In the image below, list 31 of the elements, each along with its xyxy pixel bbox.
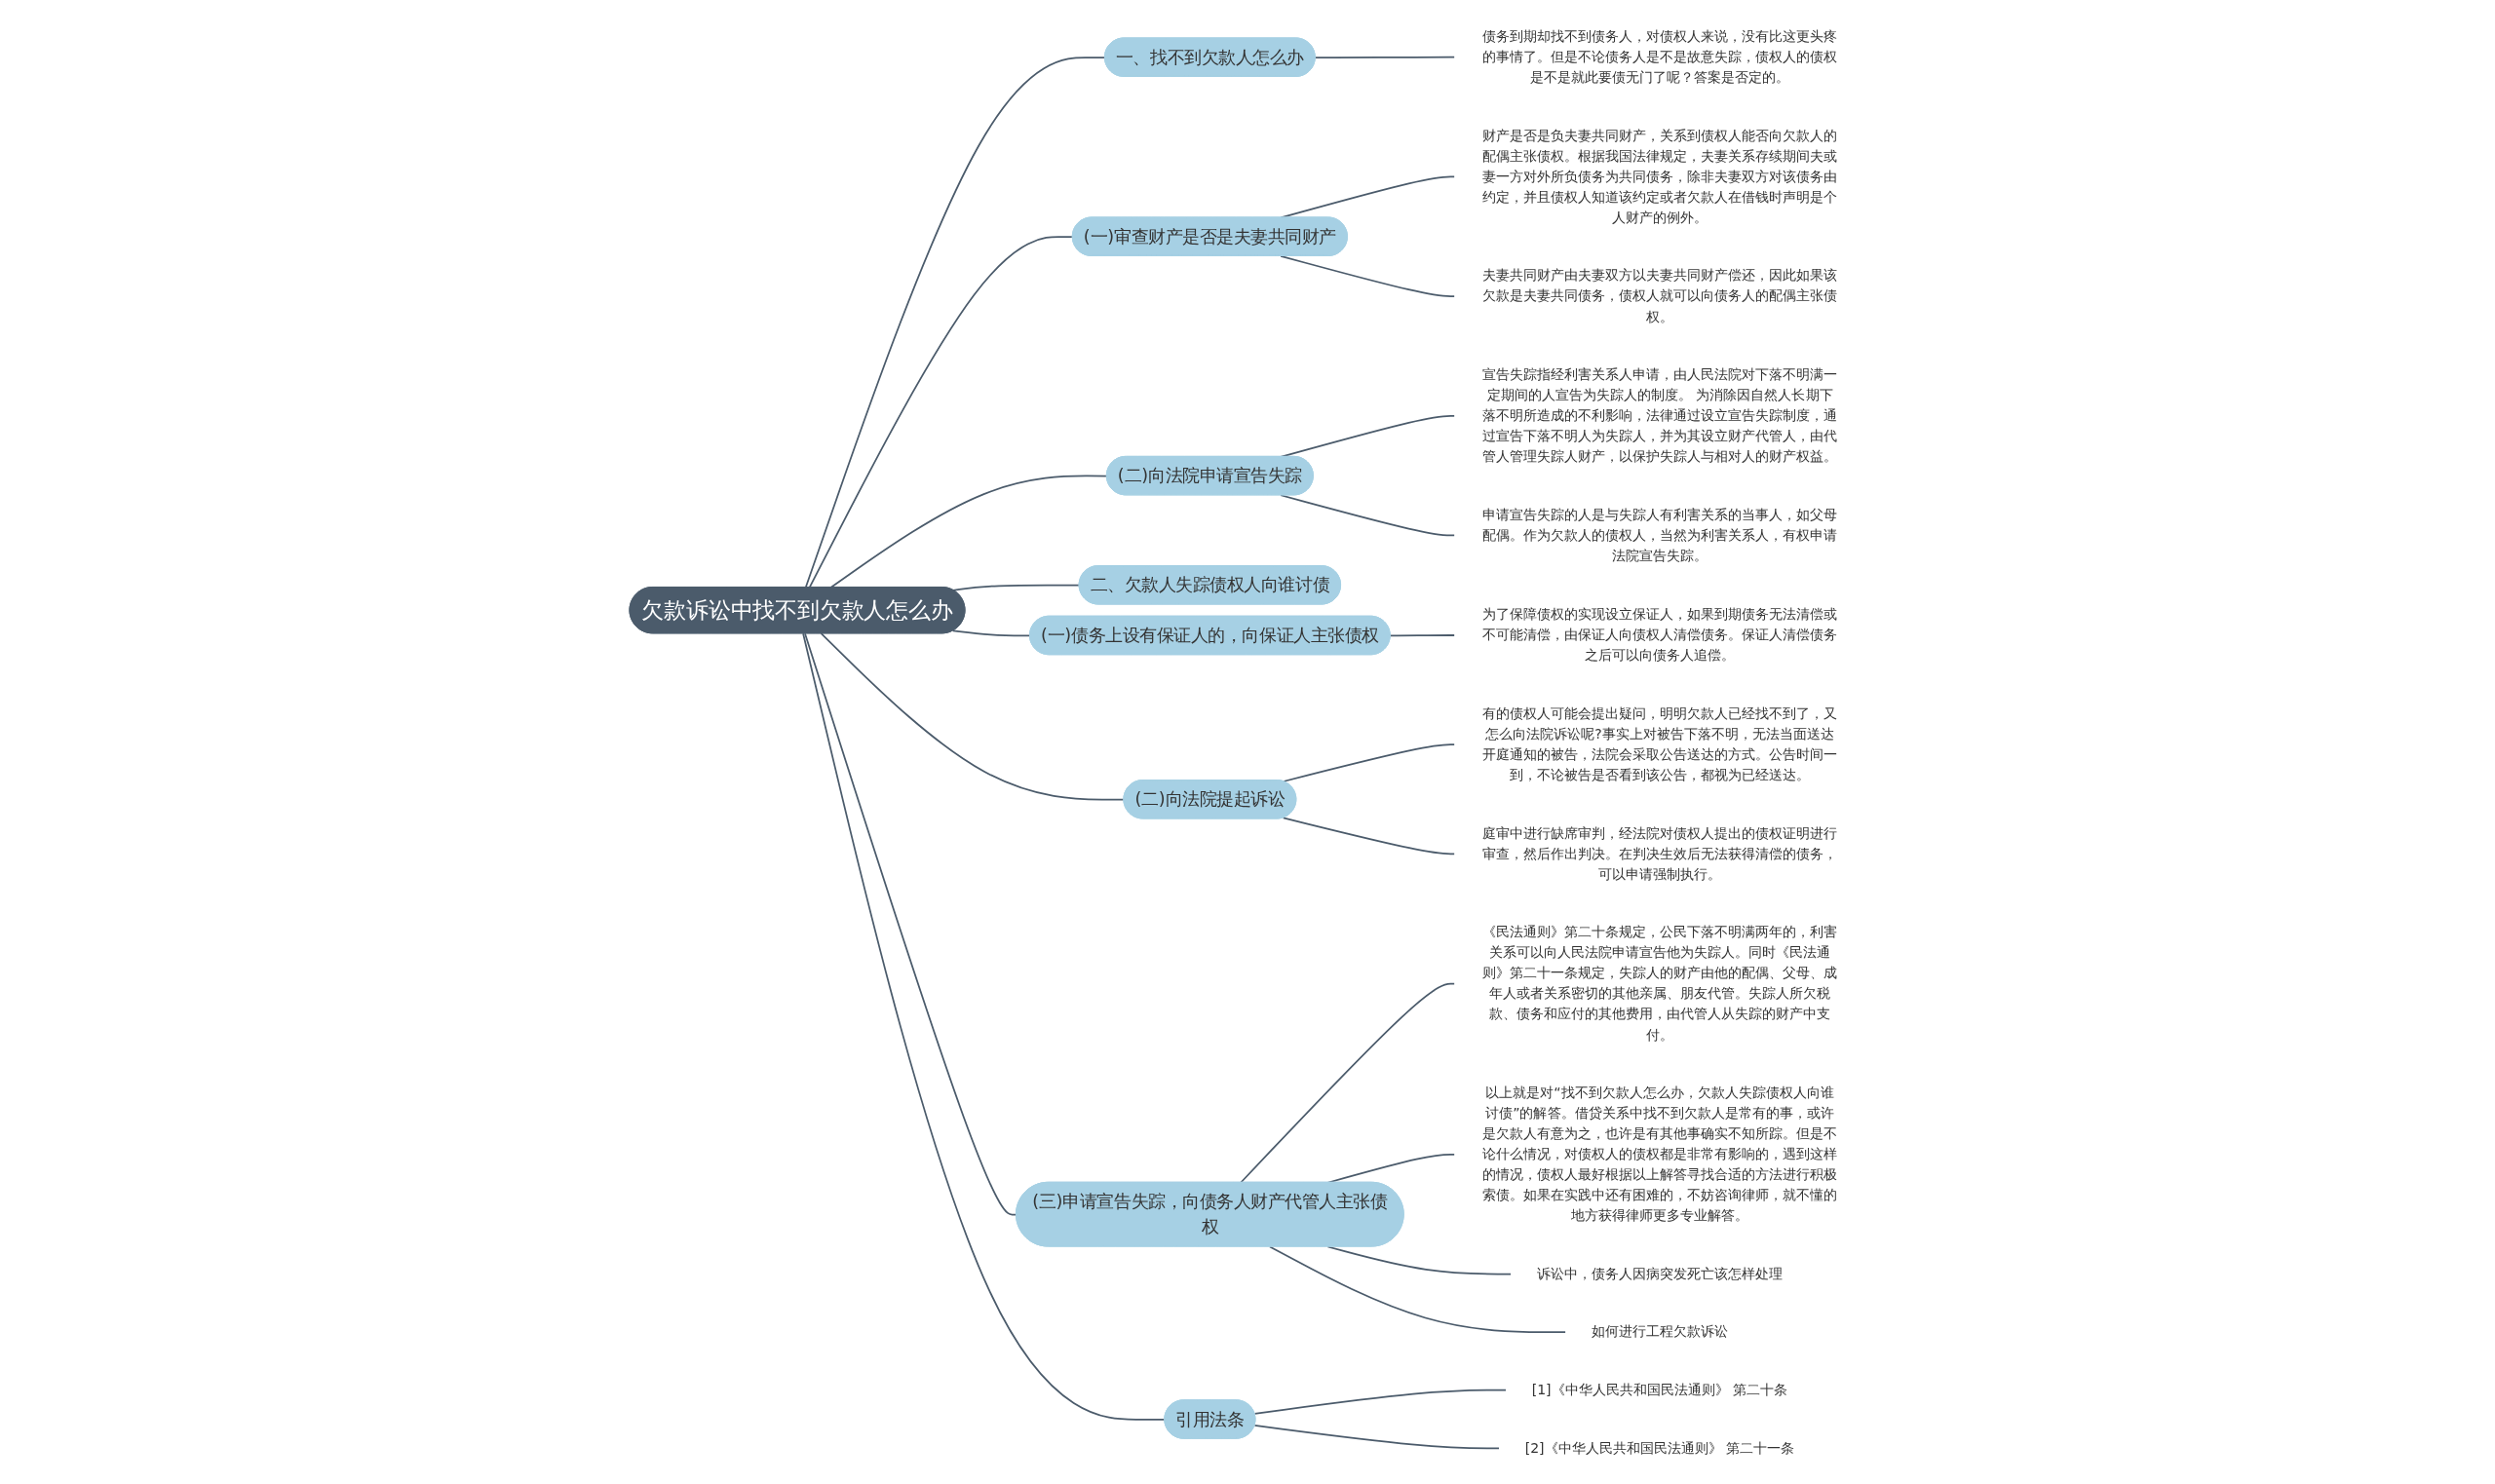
- node-text: 庭审中进行缺席审判，经法院对债权人提出的债权证明进行审查，然后作出判决。在判决生效后无法获得清偿的债务，可以申请强制执行。: [1482, 824, 1838, 882]
- connector: [952, 584, 1081, 591]
- connector: [1253, 1424, 1501, 1449]
- connector: [1315, 56, 1456, 58]
- connector: [1253, 1389, 1508, 1415]
- connector: [1326, 1245, 1513, 1275]
- node-text: 有的债权人可能会提出疑问，明明欠款人已经找不到了，又怎么向法院诉讼呢?事实上对被告下落不明，无法当面送达开庭通知的被告，法院会采取公告送达的方式。公告时间一到，不论被告是否看到该公告，都视为已经送达。: [1482, 704, 1838, 783]
- node-text: 以上就是对“找不到欠款人怎么办，欠款人失踪债权人向谁讨债”的解答。借贷关系中找不到欠款人是常有的事，或许是欠款人有意为之，也许是有其他事确实不知所踪。但是不论什么情况，对债权人的债权都是非常有影响的，遇到这样的情况，债权人最好根据以上解答寻找合适的方法进行积极索债。如果在实践中还有困难的，不妨咨询律师，就不懂的地方获得律师更多专业解答。: [1482, 1084, 1838, 1224]
- connector: [829, 475, 1108, 589]
- connector: [1283, 817, 1456, 855]
- node-text: [1]《中华人民共和国民法通则》 第二十条: [1532, 1381, 1788, 1398]
- connector: [1280, 254, 1456, 297]
- connector: [804, 631, 1018, 1215]
- connector: [821, 631, 1126, 801]
- node-text: 如何进行工程欠款诉讼: [1592, 1322, 1729, 1340]
- connector: [1390, 633, 1456, 636]
- node-text: 债务到期却找不到债务人，对债权人来说，没有比这更头疼的事情了。但是不论债务人是不是故意失踪，债权人的债权是不是就此要债无门了呢？答案是否定的。: [1482, 27, 1838, 86]
- connector: [1280, 493, 1456, 536]
- connector: [1269, 1245, 1567, 1333]
- node-text: [2]《中华人民共和国民法通则》 第二十一条: [1525, 1439, 1795, 1456]
- node-text: 诉讼中，债务人因病突发死亡该怎样处理: [1537, 1265, 1784, 1281]
- connector: [1283, 742, 1456, 782]
- node-text: 夫妻共同财产由夫妻双方以夫妻共同财产偿还，因此如果该欠款是夫妻共同债务，债权人就可以向债务人的配偶主张债权。: [1482, 266, 1838, 324]
- node-text: 宣告失踪指经利害关系人申请，由人民法院对下落不明满一定期间的人宣告为失踪人的制度。 为消除因自然人长期下落不明所造成的不利影响，法律通过设立宣告失踪制度，通过宣告下落不明人为失踪人，并为其设立财产代管人，由代管人管理失踪人财产，以保护失踪人与相对人的财产权益。: [1482, 365, 1838, 465]
- connector: [805, 56, 1107, 589]
- node-text: 申请宣告失踪的人是与失踪人有利害关系的当事人，如父母配偶。作为欠款人的债权人，当然为利害关系人，有权申请法院宣告失踪。: [1482, 506, 1838, 563]
- connector: [802, 631, 1167, 1421]
- connector: [809, 235, 1074, 589]
- node-text: 财产是否是负夫妻共同财产，关系到债权人能否向欠款人的配偶主张债权。根据我国法律规定，夫妻关系存续期间夫或妻一方对外所负债务为共同债务，除非夫妻双方对该债务由约定，并且债权人知道该约定或者欠款人在借钱时声明是个人财产的例外。: [1482, 127, 1838, 225]
- node-text: 《民法通则》第二十条规定，公民下落不明满两年的，利害关系可以向人民法院申请宣告他为失踪人。同时《民法通则》第二十一条规定，失踪人的财产由他的配偶、父母、成年人或者关系密切的其他亲属、朋友代管。失踪人所欠税款、债务和应付的其他费用，由代管人从失踪的财产中支付。: [1482, 923, 1838, 1043]
- node-text: 为了保障债权的实现设立保证人，如果到期债务无法清偿或不可能清偿，由保证人向债权人清偿债务。保证人清偿债务之后可以向债务人追偿。: [1482, 605, 1838, 664]
